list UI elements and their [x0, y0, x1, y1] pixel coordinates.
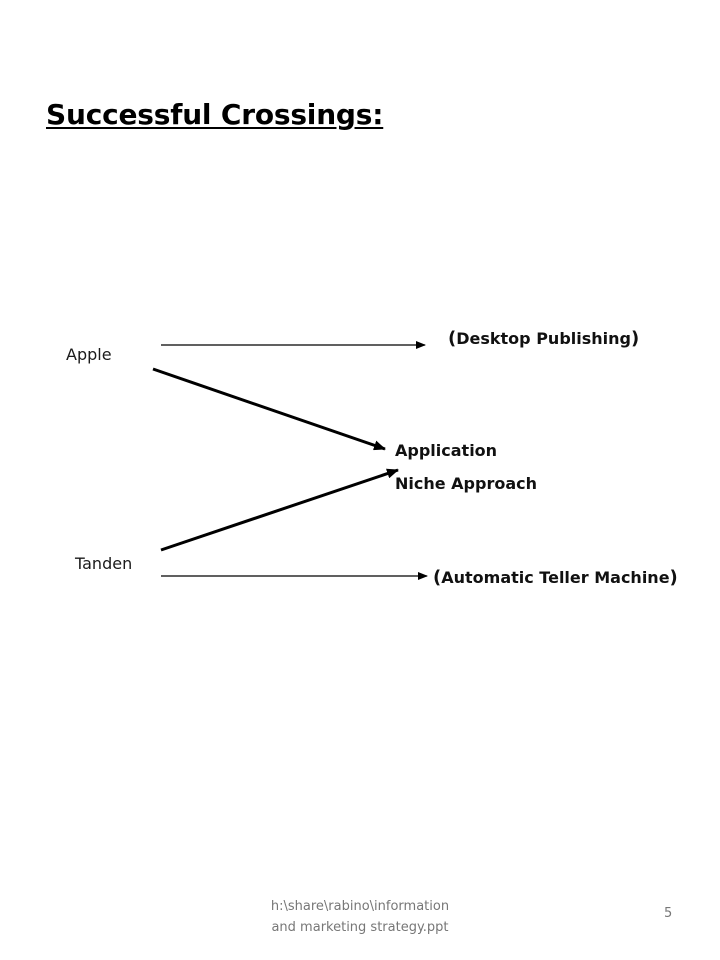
target-desktop-publishing: (Desktop Publishing) — [448, 328, 639, 349]
paren-close: ) — [630, 328, 640, 349]
footer-path-line-2: and marketing strategy.ppt — [271, 920, 449, 935]
source-apple: Apple — [66, 345, 112, 364]
paren-open: ( — [448, 328, 457, 349]
slide-title: Successful Crossings: — [46, 98, 384, 131]
source-tanden: Tanden — [75, 554, 133, 573]
atm-label: Automatic Teller Machine — [441, 568, 670, 587]
page-number: 5 — [664, 906, 673, 921]
paren-close: ) — [669, 567, 678, 588]
desktop-publishing-label: Desktop Publishing — [456, 329, 631, 348]
paren-open: ( — [433, 567, 442, 588]
target-application: Application — [395, 441, 498, 460]
footer-file-path: h:\share\rabino\information and marketin… — [255, 896, 465, 938]
arrow-apple-to-application — [152, 367, 386, 451]
footer-path-line-1: h:\share\rabino\information — [270, 899, 450, 914]
arrow-tanden-to-niche-approach — [160, 468, 399, 552]
target-atm: (Automatic Teller Machine) — [433, 567, 678, 588]
target-niche-approach: Niche Approach — [395, 474, 538, 493]
